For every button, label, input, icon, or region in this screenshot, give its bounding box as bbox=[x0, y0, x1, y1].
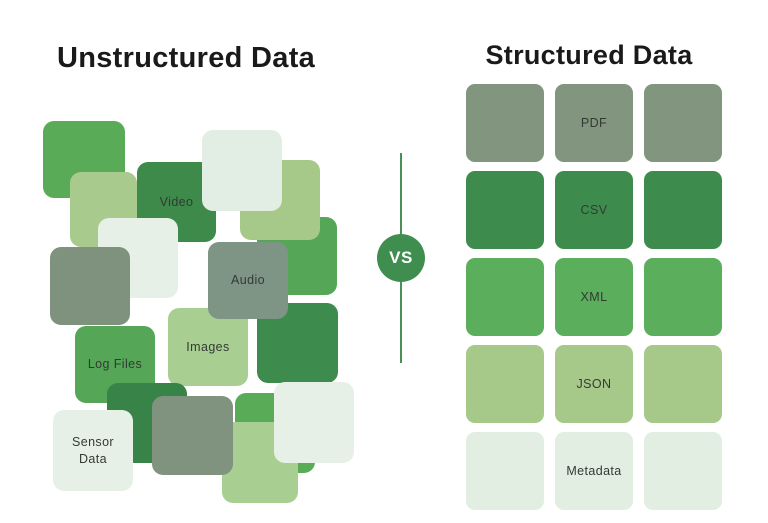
structured-tile-json: JSON bbox=[555, 345, 633, 423]
structured-tile-r1c3 bbox=[644, 84, 722, 162]
unstructured-tile bbox=[274, 382, 354, 463]
structured-tile-r4c3 bbox=[644, 345, 722, 423]
log-files-label: Log Files bbox=[87, 357, 143, 372]
unstructured-tile bbox=[50, 247, 130, 325]
pdf-label: PDF bbox=[580, 115, 608, 130]
structured-tile-r4c1 bbox=[466, 345, 544, 423]
unstructured-tile-audio: Audio bbox=[208, 242, 288, 319]
structured-tile-r3c3 bbox=[644, 258, 722, 336]
unstructured-tile bbox=[152, 396, 233, 475]
structured-tile-r2c1 bbox=[466, 171, 544, 249]
audio-label: Audio bbox=[231, 273, 265, 288]
images-label: Images bbox=[186, 339, 230, 354]
structured-tile-csv: CSV bbox=[555, 171, 633, 249]
unstructured-tile bbox=[202, 130, 282, 211]
structured-data-grid: PDF CSV XML JSON Metadata bbox=[466, 84, 722, 510]
csv-label: CSV bbox=[580, 202, 608, 217]
structured-tile-xml: XML bbox=[555, 258, 633, 336]
vs-label: VS bbox=[389, 248, 413, 267]
xml-label: XML bbox=[580, 289, 608, 304]
structured-tile-r3c1 bbox=[466, 258, 544, 336]
vs-badge: VS bbox=[377, 234, 425, 282]
json-label: JSON bbox=[576, 376, 612, 391]
structured-tile-r1c1 bbox=[466, 84, 544, 162]
structured-tile-r5c1 bbox=[466, 432, 544, 510]
structured-tile-metadata: Metadata bbox=[555, 432, 633, 510]
structured-tile-r2c3 bbox=[644, 171, 722, 249]
video-label: Video bbox=[159, 194, 194, 209]
sensor-data-label: Sensor Data bbox=[71, 435, 114, 466]
structured-data-title: Structured Data bbox=[485, 40, 693, 70]
unstructured-data-title: Unstructured Data bbox=[57, 42, 316, 74]
unstructured-tile-images: Images bbox=[168, 308, 248, 386]
unstructured-tile-sensor-data: Sensor Data bbox=[53, 410, 133, 491]
metadata-label: Metadata bbox=[566, 463, 622, 478]
structured-tile-r5c3 bbox=[644, 432, 722, 510]
structured-tile-pdf: PDF bbox=[555, 84, 633, 162]
